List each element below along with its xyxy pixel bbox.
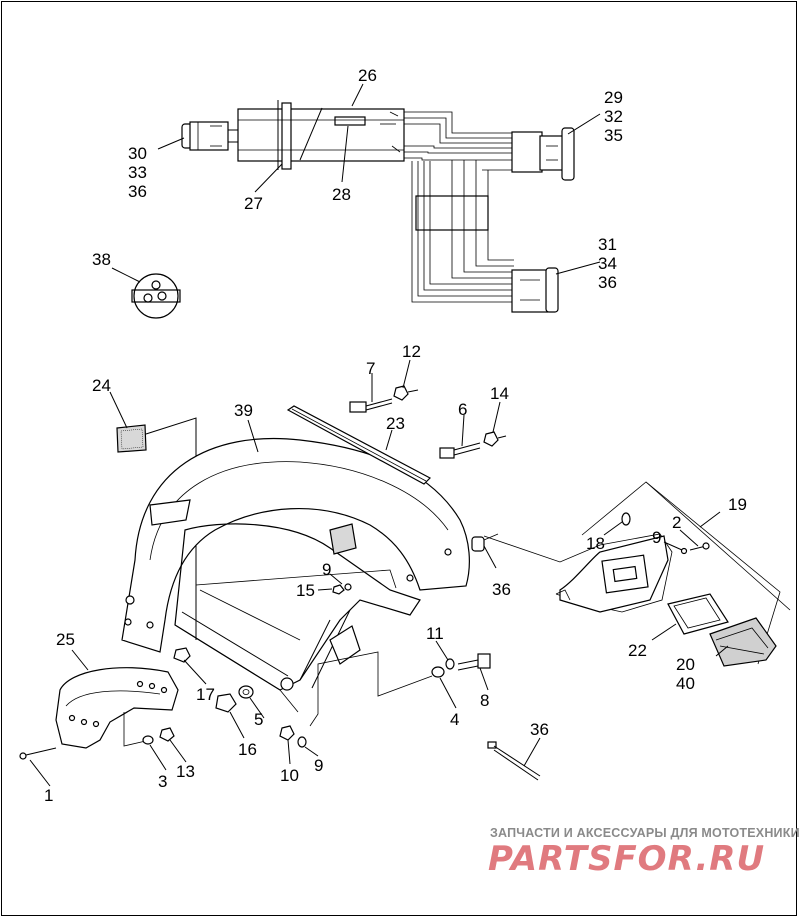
callout-5: 8 bbox=[480, 691, 489, 710]
callout-7: 5 bbox=[254, 710, 263, 729]
callout-36-b: 36 bbox=[598, 273, 617, 292]
callout-11: 10 bbox=[280, 766, 299, 785]
washer-9-lower[interactable] bbox=[297, 736, 307, 748]
washer-7[interactable] bbox=[238, 685, 254, 699]
callout-36-c: 36 bbox=[492, 580, 511, 599]
callout-40: 40 bbox=[676, 674, 695, 693]
callout-27: 27 bbox=[244, 194, 263, 213]
callout-15: 16 bbox=[238, 740, 257, 759]
taillight-housing[interactable] bbox=[483, 533, 673, 613]
washer-10[interactable] bbox=[445, 658, 455, 670]
callout-35: 35 bbox=[604, 126, 623, 145]
socket-38[interactable] bbox=[131, 273, 181, 319]
callout-31: 31 bbox=[598, 235, 617, 254]
cable-tie-25[interactable] bbox=[487, 741, 541, 781]
callout-9-right: 9 bbox=[652, 528, 661, 547]
callout-1: 1 bbox=[44, 786, 53, 805]
callout-36-a: 36 bbox=[128, 182, 147, 201]
connector-left[interactable] bbox=[181, 121, 229, 151]
lens-20[interactable] bbox=[709, 617, 777, 667]
nut-16[interactable] bbox=[159, 727, 175, 742]
callout-13: 14 bbox=[490, 384, 509, 403]
callout-8: 4 bbox=[450, 710, 459, 729]
washer-9-right[interactable] bbox=[680, 547, 688, 555]
callout-19: 19 bbox=[728, 495, 747, 514]
screw-18[interactable] bbox=[621, 512, 631, 526]
callout-34: 34 bbox=[598, 254, 617, 273]
trim-strip-22[interactable] bbox=[286, 405, 431, 485]
callout-21: 22 bbox=[628, 641, 647, 660]
callout-2: 2 bbox=[672, 513, 681, 532]
washer-6[interactable] bbox=[142, 735, 154, 745]
connector-29[interactable] bbox=[511, 127, 575, 181]
callout-30: 30 bbox=[128, 144, 147, 163]
nut-11[interactable] bbox=[279, 725, 295, 741]
fender-support[interactable] bbox=[174, 523, 421, 691]
screw-1[interactable] bbox=[19, 747, 57, 760]
callout-12: 12 bbox=[402, 342, 421, 361]
harness-sheath bbox=[237, 108, 405, 162]
wire-clip-36[interactable] bbox=[471, 533, 499, 552]
nut-12[interactable] bbox=[393, 385, 419, 401]
callout-38: 38 bbox=[92, 250, 111, 269]
nut-14[interactable] bbox=[332, 584, 345, 595]
callout-23: 25 bbox=[56, 630, 75, 649]
connector-31[interactable] bbox=[511, 267, 559, 313]
watermark-tagline: ЗАПЧАСТИ И АКСЕССУАРЫ ДЛЯ МОТОТЕХНИКИ bbox=[490, 826, 800, 840]
callout-39: 39 bbox=[234, 401, 253, 420]
callout-9-center: 9 bbox=[322, 560, 331, 579]
watermark-logo: PARTSFOR.RU bbox=[488, 839, 765, 879]
callout-16: 13 bbox=[176, 762, 195, 781]
callout-28: 28 bbox=[332, 185, 351, 204]
callout-33: 33 bbox=[128, 163, 147, 182]
fender-reflector[interactable] bbox=[329, 523, 357, 555]
callout-10: 11 bbox=[426, 624, 444, 643]
callout-labels: 26 27 28 29 32 35 30 33 36 31 34 36 38 1… bbox=[44, 66, 747, 805]
bracket-23[interactable] bbox=[55, 667, 179, 749]
nut-15[interactable] bbox=[215, 693, 237, 713]
bolt-5[interactable] bbox=[457, 653, 491, 671]
wiring-harness[interactable] bbox=[181, 100, 575, 313]
callout-25: 36 bbox=[530, 720, 549, 739]
callout-17: 17 bbox=[196, 685, 215, 704]
callout-6: 3 bbox=[158, 772, 167, 791]
callout-3: 6 bbox=[458, 400, 467, 419]
callout-9-lower: 9 bbox=[314, 756, 323, 775]
label-28[interactable] bbox=[334, 116, 366, 126]
washer-8[interactable] bbox=[431, 666, 445, 678]
callout-32: 32 bbox=[604, 107, 623, 126]
callout-26: 26 bbox=[358, 66, 377, 85]
callout-18: 18 bbox=[586, 534, 605, 553]
washer-9-center[interactable] bbox=[344, 583, 352, 591]
fender-bracket bbox=[149, 499, 191, 526]
watermark: ЗАПЧАСТИ И АКСЕССУАРЫ ДЛЯ МОТОТЕХНИКИ PA… bbox=[488, 826, 800, 879]
nut-17[interactable] bbox=[173, 647, 191, 663]
leader-lines bbox=[29, 83, 729, 787]
callout-14: 15 bbox=[296, 581, 315, 600]
callout-4: 7 bbox=[366, 359, 375, 378]
nut-13[interactable] bbox=[483, 431, 507, 447]
callout-22: 23 bbox=[386, 414, 405, 433]
callout-20: 20 bbox=[676, 655, 695, 674]
reflector-24[interactable] bbox=[116, 424, 147, 453]
sleeve-27[interactable] bbox=[281, 102, 292, 170]
bundle-sleeve bbox=[415, 195, 489, 231]
rear-fender-39[interactable] bbox=[121, 437, 470, 653]
callout-24: 24 bbox=[92, 376, 111, 395]
bolt-3[interactable] bbox=[439, 442, 481, 459]
bolt-4[interactable] bbox=[349, 398, 393, 413]
callout-29: 29 bbox=[604, 88, 623, 107]
screw-2[interactable] bbox=[689, 542, 710, 551]
gasket-21[interactable] bbox=[667, 593, 729, 635]
